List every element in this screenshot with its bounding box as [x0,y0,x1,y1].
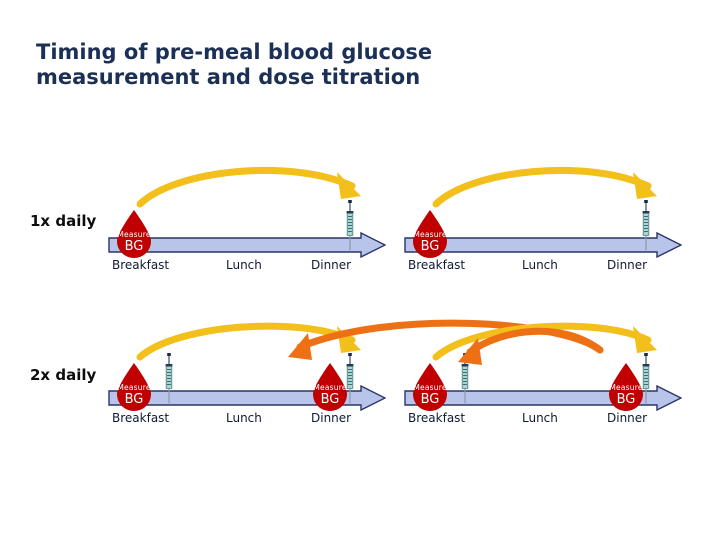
syringe-icon [459,353,471,405]
meal-label-dinner: Dinner [311,411,352,425]
curved-arrow-icon [432,166,657,208]
timeline-group-1x-left: Breakfast Lunch Dinner [108,232,386,292]
meal-label-lunch: Lunch [226,258,262,272]
row-label-2x-daily: 2x daily [30,366,97,384]
row-label-1x-daily: 1x daily [30,212,97,230]
meal-label-dinner: Dinner [607,411,648,425]
curved-arrow-icon [288,319,604,360]
syringe-icon [163,353,175,405]
blood-drop-icon: Measure BG [408,208,452,260]
syringe-icon [640,200,652,252]
blood-drop-icon: Measure BG [408,361,452,413]
blood-drop-icon: Measure BG [112,361,156,413]
timeline-arrow-icon [404,232,682,258]
meal-label-breakfast: Breakfast [112,258,170,272]
meal-label-dinner: Dinner [607,258,648,272]
meal-label-breakfast: Breakfast [408,258,466,272]
syringe-icon [344,353,356,405]
meal-label-lunch: Lunch [226,411,262,425]
meal-label-lunch: Lunch [522,258,558,272]
page-title: Timing of pre-meal blood glucose measure… [36,40,433,89]
timeline-group-1x-right: Breakfast Lunch Dinner [404,232,682,292]
timeline-arrow-icon [108,232,386,258]
meal-label-dinner: Dinner [311,258,352,272]
syringe-icon [344,200,356,252]
meal-label-breakfast: Breakfast [408,411,466,425]
meal-label-breakfast: Breakfast [112,411,170,425]
syringe-icon [640,353,652,405]
curved-arrow-icon [458,327,604,365]
blood-drop-icon: Measure BG [112,208,156,260]
curved-arrow-icon [136,166,361,208]
meal-label-lunch: Lunch [522,411,558,425]
